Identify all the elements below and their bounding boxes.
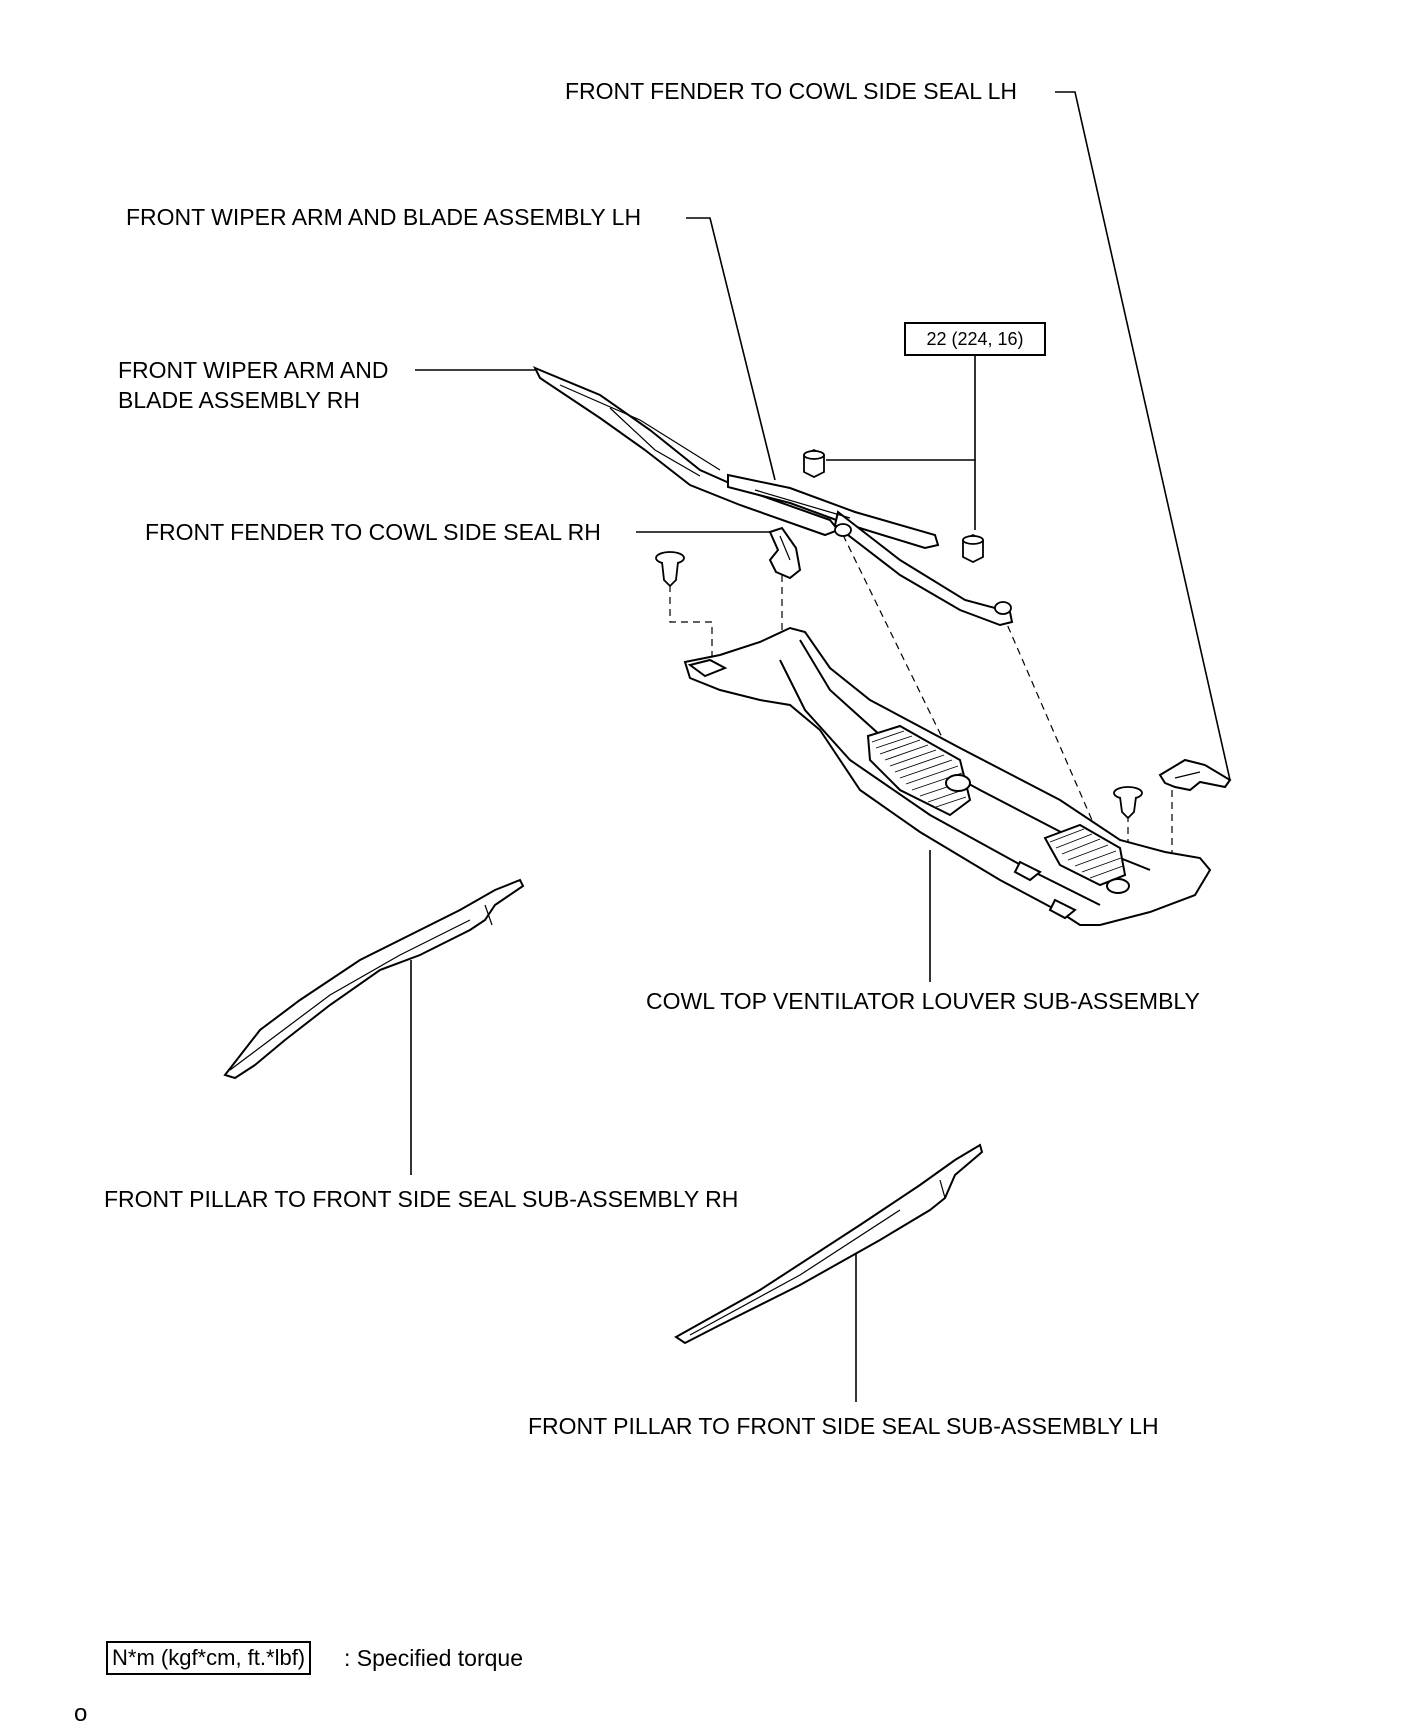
leader-wiper-lh [686,217,776,481]
fender-seal-rh-part [768,526,802,580]
clips [655,551,1143,820]
legend-unit-box: N*m (kgf*cm, ft.*lbf) [106,1641,312,1675]
label-fender-seal-rh: FRONT FENDER TO COWL SIDE SEAL RH [145,519,601,545]
page-number: o [74,1700,88,1727]
label-wiper-rh-line2: BLADE ASSEMBLY RH [118,387,361,413]
wiper-arm-rh [532,366,840,537]
leader-lines [410,91,1231,1402]
label-pillar-seal-rh: FRONT PILLAR TO FRONT SIDE SEAL SUB-ASSE… [104,1186,739,1212]
fender-seal-lh-part [1158,758,1232,792]
label-fender-seal-lh: FRONT FENDER TO COWL SIDE SEAL LH [565,78,1017,104]
label-pillar-seal-lh: FRONT PILLAR TO FRONT SIDE SEAL SUB-ASSE… [528,1413,1159,1439]
legend-description: : Specified torque [344,1645,524,1671]
pillar-seal-rh-part [223,878,525,1080]
pivot-1 [834,523,852,537]
cowl-louver-part [683,626,1212,926]
wiper-nuts [803,448,1012,615]
torque-spec-box: 22 (224, 16) [904,322,1046,356]
label-wiper-rh-line1: FRONT WIPER ARM AND [118,357,389,383]
label-wiper-lh: FRONT WIPER ARM AND BLADE ASSEMBLY LH [126,204,642,230]
pivot-2 [994,601,1012,615]
label-cowl-louver: COWL TOP VENTILATOR LOUVER SUB-ASSEMBLY [646,988,1200,1014]
wiper-arm-lh [727,473,1014,627]
leader-torque [826,356,976,461]
leader-fender-seal-lh [1055,91,1231,781]
pillar-seal-lh-part [674,1143,984,1345]
